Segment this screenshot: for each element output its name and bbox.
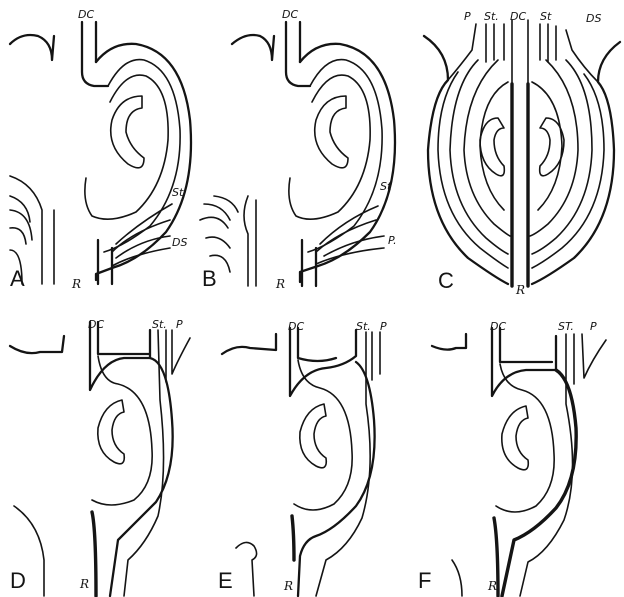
- panel-c-right-arch-3: [530, 60, 578, 236]
- panel-a-label-st: St: [172, 186, 184, 199]
- panel-c-left-prong: [448, 24, 476, 80]
- panel-b-label-st: St: [380, 180, 392, 193]
- panel-e-dc-stem: [290, 328, 356, 396]
- panel-a-letter: A: [10, 266, 25, 291]
- panel-a-left-hook: [10, 35, 54, 60]
- panel-e-coil: [300, 404, 326, 468]
- panel-d-label-p: P: [176, 318, 183, 331]
- panel-d-stalk: [92, 512, 96, 596]
- panel-c-right-arch-1: [532, 74, 604, 268]
- panel-a-label-dc: DC: [78, 8, 94, 21]
- panel-b-third-arch: [289, 75, 370, 219]
- panel-b-stalk: [302, 240, 316, 286]
- panel-c: P St. DC St DS R C: [424, 10, 620, 297]
- panel-e-stalk: [292, 516, 294, 560]
- panel-c-right-coil: [540, 118, 564, 176]
- panel-c-label-st-right: St: [540, 10, 552, 23]
- panel-b-label-p: P.: [388, 234, 397, 247]
- panel-c-label-st-left: St.: [484, 10, 499, 23]
- panel-b: DC St P. R B: [200, 8, 397, 291]
- panel-f-label-dc: DC: [490, 320, 506, 333]
- panel-c-label-dc: DC: [510, 10, 526, 23]
- panel-e-left-hook: [222, 334, 276, 354]
- panel-d-label-st: St.: [152, 318, 167, 331]
- panel-c-left-coil: [480, 118, 504, 176]
- panel-c-top-stems: [486, 20, 556, 84]
- panel-c-center-stalk: [512, 84, 528, 286]
- panel-f-coil: [502, 406, 528, 470]
- panel-a: DC St DS R A: [10, 8, 191, 291]
- panel-f-left-curve: [452, 560, 462, 596]
- panel-f-right-vessels: [520, 334, 606, 596]
- panel-d-label-dc: DC: [88, 318, 104, 331]
- panel-d-label-r: R: [79, 577, 89, 591]
- panel-c-letter: C: [438, 268, 454, 293]
- panel-f-label-st: ST.: [558, 320, 574, 333]
- panel-a-coil: [111, 96, 144, 168]
- panel-c-label-p: P: [464, 10, 471, 23]
- panel-a-label-ds: DS: [172, 236, 187, 249]
- panel-b-coil: [315, 96, 348, 168]
- panel-f-letter: F: [418, 568, 431, 593]
- panel-f-dc-stem: [492, 328, 556, 396]
- panel-c-right-arch-4: [532, 82, 562, 210]
- panel-d-inner-arch: [92, 356, 152, 505]
- panel-e: DC St. P R E: [218, 320, 387, 596]
- panel-e-label-st: St.: [356, 320, 371, 333]
- panel-f-inner-arch: [496, 364, 554, 512]
- panel-f-left-hook: [432, 334, 466, 350]
- panel-f: DC ST. P R F: [418, 320, 606, 596]
- panel-f-label-p: P: [590, 320, 597, 333]
- panel-d-left-hook: [10, 336, 64, 353]
- panel-a-label-r: R: [71, 277, 81, 291]
- panel-c-right-prong: [566, 30, 598, 82]
- panel-c-label-r: R: [515, 283, 525, 297]
- panel-e-inner-arch: [294, 360, 352, 510]
- panel-d-letter: D: [10, 568, 26, 593]
- panel-b-label-r: R: [275, 277, 285, 291]
- panel-e-letter: E: [218, 568, 233, 593]
- panel-a-third-arch: [85, 75, 168, 219]
- panel-a-stalk: [98, 240, 112, 284]
- panel-d: DC St. P R D: [10, 318, 190, 596]
- panel-a-branch-st: [112, 204, 172, 252]
- panel-b-left-hook: [232, 35, 274, 60]
- panel-f-label-r: R: [487, 579, 497, 593]
- panel-c-left-arch-1: [438, 72, 508, 268]
- panel-b-label-dc: DC: [282, 8, 298, 21]
- panel-f-outer-arch: [502, 370, 576, 596]
- panel-e-bottom-hook: [236, 542, 257, 596]
- panel-b-letter: B: [202, 266, 217, 291]
- panel-e-label-p: P: [380, 320, 387, 333]
- panel-e-label-r: R: [283, 579, 293, 593]
- panel-e-label-dc: DC: [288, 320, 304, 333]
- panel-d-coil: [98, 400, 124, 464]
- panel-c-label-ds: DS: [586, 12, 601, 25]
- panel-d-dc-stem: [90, 322, 150, 390]
- panel-d-right-vessels: [124, 330, 190, 596]
